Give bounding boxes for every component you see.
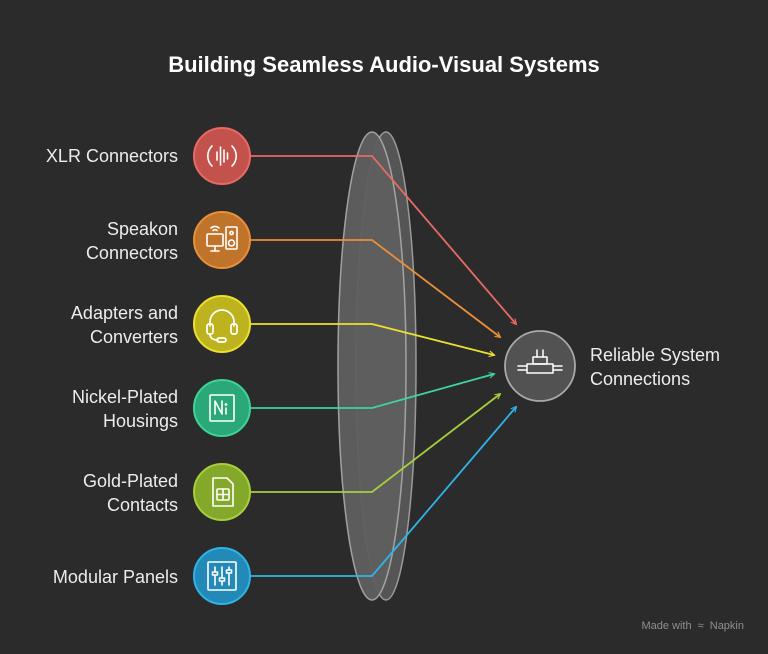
nickel-element-icon xyxy=(209,394,235,422)
label-line: Adapters and xyxy=(70,303,178,323)
target-node xyxy=(504,330,576,402)
source-label-adapters-converters: Adapters and Converters xyxy=(0,301,178,349)
source-node-modular-panels xyxy=(193,547,251,605)
arrow-xlr-connectors xyxy=(250,155,516,324)
label-line: Modular Panels xyxy=(52,567,178,587)
diagram-title: Building Seamless Audio-Visual Systems xyxy=(168,52,600,77)
label-line: Speakon xyxy=(106,219,178,239)
label-line: Housings xyxy=(102,411,178,431)
label-line: Converters xyxy=(89,327,178,347)
label-line: Connectors xyxy=(85,243,178,263)
source-label-nickel-plated-housings: Nickel-Plated Housings xyxy=(0,385,178,433)
source-node-nickel-plated-housings xyxy=(193,379,251,437)
label-line: Connections xyxy=(590,369,691,389)
network-connector-icon xyxy=(517,349,563,374)
label-line: Reliable System xyxy=(590,345,721,365)
computer-speaker-icon xyxy=(206,225,238,252)
target-label: Reliable System Connections xyxy=(590,343,760,391)
arrow-speakon-connectors xyxy=(250,239,500,337)
source-node-gold-plated-contacts xyxy=(193,463,251,521)
label-line: Nickel-Plated xyxy=(71,387,178,407)
source-label-gold-plated-contacts: Gold-Plated Contacts xyxy=(0,469,178,517)
napkin-watermark: Made with ≈ Napkin xyxy=(641,620,744,632)
arrow-modular-panels xyxy=(250,407,516,577)
arrow-gold-plated-contacts xyxy=(250,394,500,493)
headset-icon xyxy=(206,309,238,343)
napkin-logo-icon: ≈ xyxy=(697,620,704,632)
source-label-modular-panels: Modular Panels xyxy=(0,565,178,589)
label-line: Contacts xyxy=(106,495,178,515)
made-with-text: Made with xyxy=(641,620,692,632)
label-line: XLR Connectors xyxy=(45,146,178,166)
brand-text: Napkin xyxy=(709,620,744,632)
arrows-group xyxy=(250,155,516,577)
source-label-xlr-connectors: XLR Connectors xyxy=(0,144,178,168)
arrow-nickel-plated-housings xyxy=(250,374,494,409)
arrow-adapters-converters xyxy=(250,323,494,355)
source-node-xlr-connectors xyxy=(193,127,251,185)
source-node-adapters-converters xyxy=(193,295,251,353)
sim-card-icon xyxy=(212,477,234,507)
audio-wave-icon xyxy=(207,145,237,167)
label-line: Gold-Plated xyxy=(82,471,178,491)
lens-shape xyxy=(337,131,417,601)
source-label-speakon-connectors: Speakon Connectors xyxy=(0,217,178,265)
source-node-speakon-connectors xyxy=(193,211,251,269)
mixer-sliders-icon xyxy=(207,561,237,591)
